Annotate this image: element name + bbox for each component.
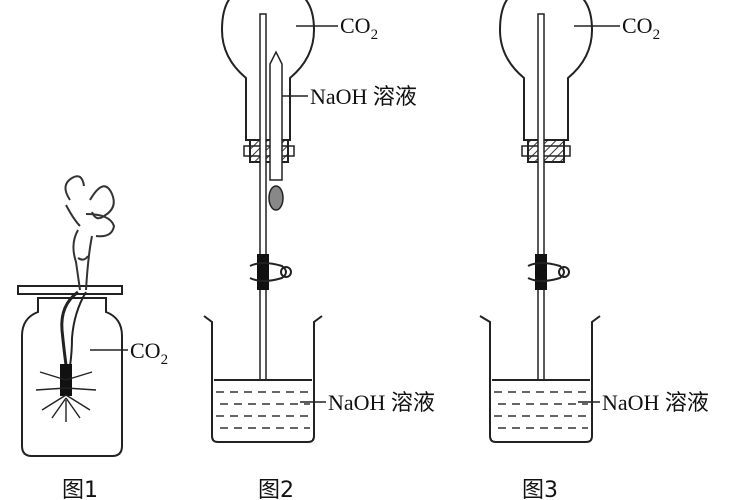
dropper — [269, 50, 283, 181]
metal-strip — [60, 290, 79, 366]
naoh-liquid — [214, 380, 312, 440]
naoh-liquid — [492, 380, 590, 440]
dropper-bulb — [268, 185, 284, 211]
pinch-clamp — [249, 262, 292, 282]
glass-plate — [17, 285, 123, 295]
figure-1: CO2 图1 — [17, 175, 168, 500]
beaker — [203, 315, 323, 443]
naoh-label-beaker2: NaOH 溶液 — [328, 390, 435, 415]
liquid-dashes — [216, 391, 310, 429]
glass-tube — [537, 13, 545, 265]
figure-caption: 图3 — [522, 478, 558, 500]
rubber-tube — [535, 254, 547, 290]
flame-rays — [35, 371, 97, 422]
co2-label-fig1: CO2 — [130, 338, 168, 368]
rubber-tube — [257, 254, 269, 290]
naoh-label-beaker3: NaOH 溶液 — [602, 390, 709, 415]
liquid-dashes — [494, 391, 588, 429]
pinch-clamp — [527, 262, 570, 282]
hand-holding-strip — [64, 175, 116, 291]
co2-label-fig2: CO2 — [340, 13, 378, 43]
figure-caption: 图1 — [62, 478, 98, 500]
rubber-stopper — [527, 139, 565, 163]
round-flask — [498, 0, 594, 141]
round-flask — [220, 0, 316, 141]
naoh-label-dropper: NaOH 溶液 — [310, 84, 417, 109]
figure-2: NaOH 溶液 CO2 NaOH 溶液 图2 — [203, 0, 435, 500]
glass-tube — [259, 13, 267, 265]
figure-3: CO2 NaOH 溶液 图3 — [479, 0, 709, 500]
figure-caption: 图2 — [258, 478, 294, 500]
co2-label-fig3: CO2 — [622, 13, 660, 43]
beaker — [479, 315, 601, 443]
